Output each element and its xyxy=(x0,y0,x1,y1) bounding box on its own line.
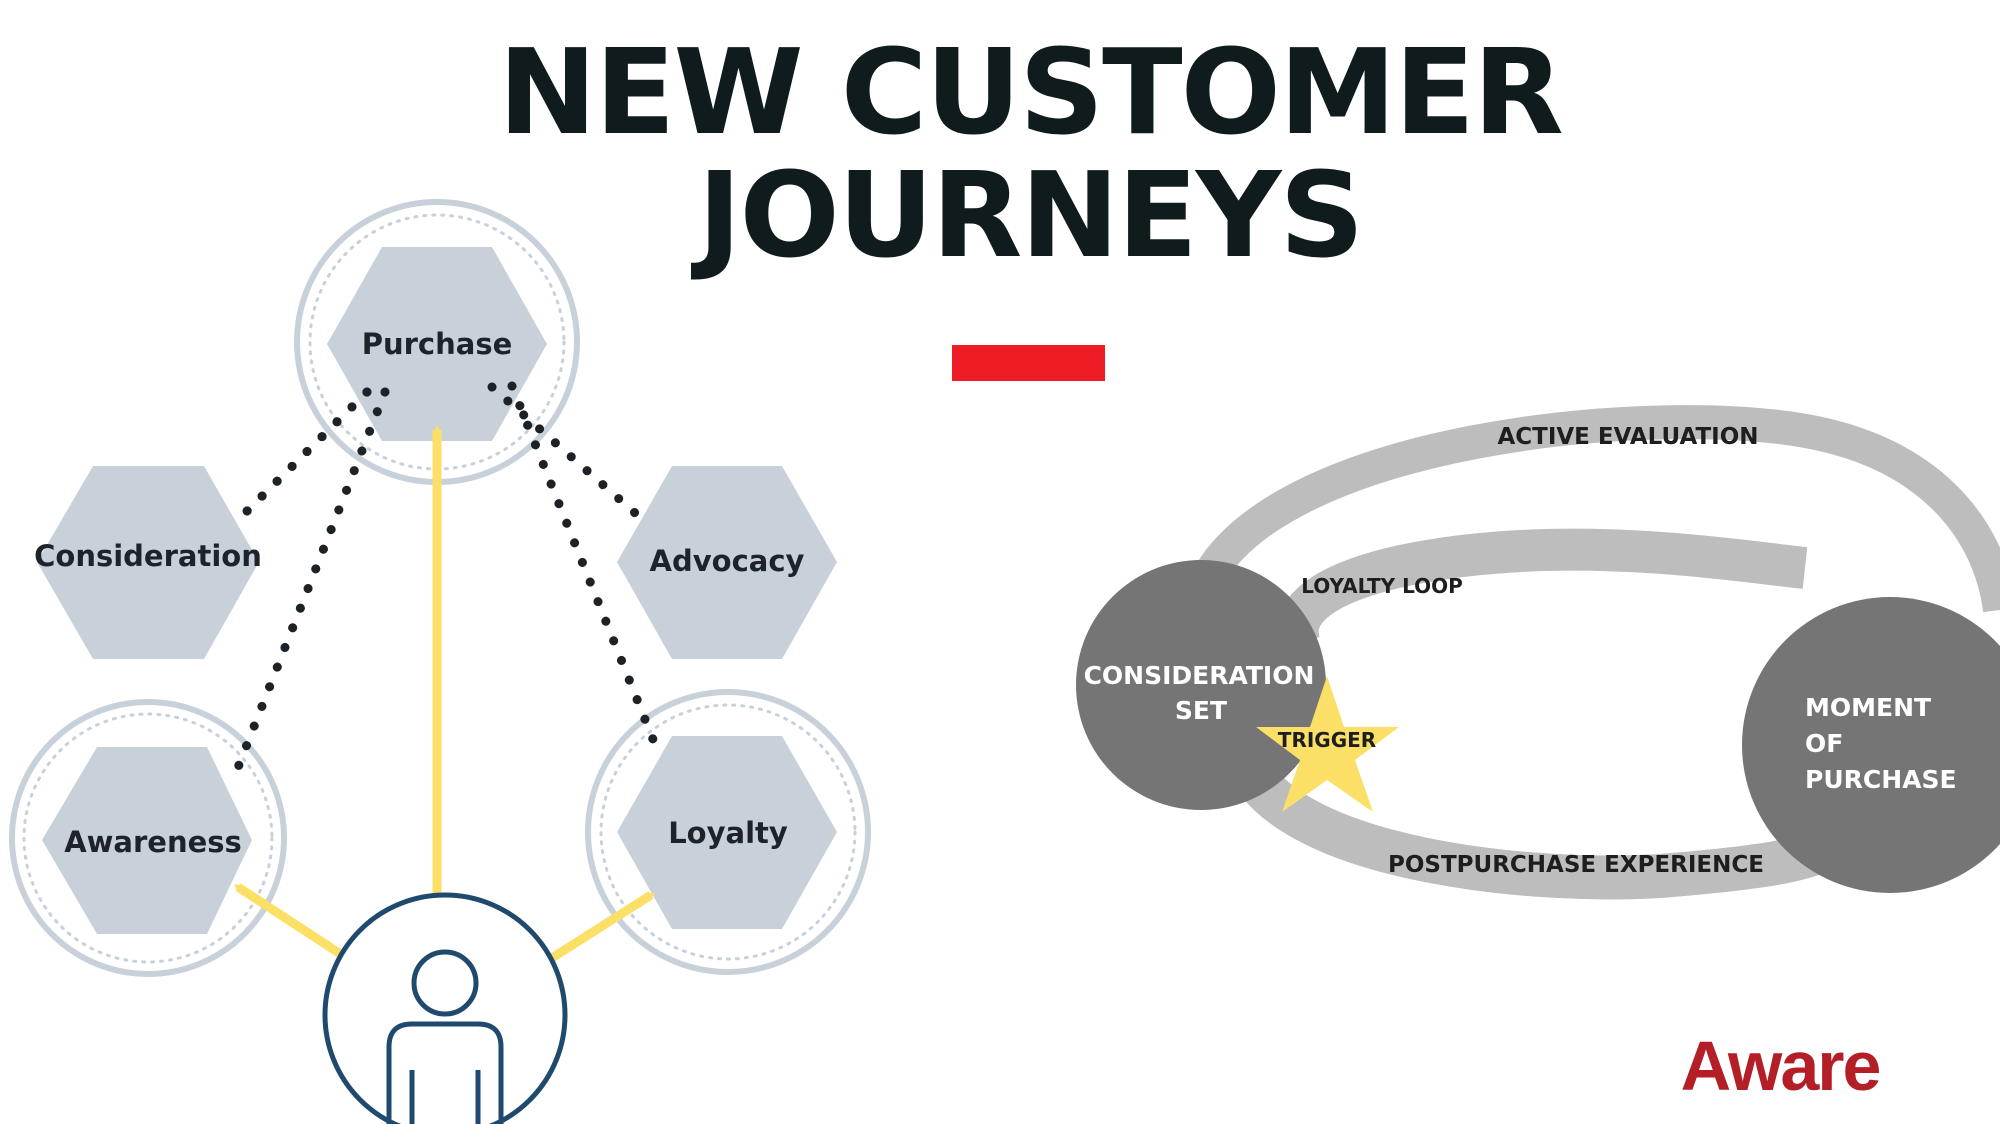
person-icon xyxy=(322,892,568,1124)
stage-loyalty: Loyalty xyxy=(617,736,837,929)
customer-journey-diagram: Purchase Consideration Advocacy Awarenes… xyxy=(9,199,871,1124)
stage-label-loyalty: Loyalty xyxy=(668,816,788,850)
stage-awareness: Awareness xyxy=(42,747,252,934)
label-loyalty-loop: LOYALTY LOOP xyxy=(1301,574,1463,598)
advocacy-hexagon xyxy=(617,466,837,659)
consideration-hexagon xyxy=(37,466,259,659)
node-moment-line-1: MOMENT xyxy=(1805,693,1931,722)
star-icon xyxy=(1256,676,1399,812)
dotted-connector-purchase-advocacy xyxy=(487,382,648,525)
node-consideration-set: CONSIDERATION SET xyxy=(1076,560,1326,810)
stage-advocacy: Advocacy xyxy=(617,466,837,659)
active-evaluation-loop xyxy=(1195,405,2000,613)
brand-logo: Aware xyxy=(1681,1027,1882,1105)
page-title: NEW CUSTOMER JOURNEYS xyxy=(498,23,1564,284)
stage-label-awareness: Awareness xyxy=(64,825,242,859)
loyalty-ring xyxy=(585,689,871,975)
awareness-ring xyxy=(9,699,287,977)
dotted-connector-purchase-consideration xyxy=(231,387,372,527)
trigger-star: TRIGGER xyxy=(1256,676,1399,812)
stage-label-advocacy: Advocacy xyxy=(650,544,805,578)
loyalty-loop xyxy=(1276,528,1808,652)
stage-purchase: Purchase xyxy=(327,247,547,441)
node-consideration-set-line-1: CONSIDERATION xyxy=(1084,661,1315,690)
stage-label-consideration: Consideration xyxy=(34,539,262,573)
node-consideration-set-line-2: SET xyxy=(1175,696,1227,725)
label-postpurchase-experience: POSTPURCHASE EXPERIENCE xyxy=(1388,852,1764,878)
stage-consideration: Consideration xyxy=(34,466,262,659)
awareness-hexagon xyxy=(42,747,252,934)
stage-label-purchase: Purchase xyxy=(362,327,513,361)
node-moment-of-purchase: MOMENT OF PURCHASE xyxy=(1742,597,2000,893)
title-line-1: NEW CUSTOMER xyxy=(498,23,1562,161)
dotted-connector-purchase-awareness xyxy=(232,387,390,775)
title-line-2: JOURNEYS xyxy=(691,146,1363,284)
title-accent-bar xyxy=(952,345,1105,381)
loyalty-loop-diagram: ACTIVE EVALUATION LOYALTY LOOP POSTPURCH… xyxy=(1076,405,2000,900)
label-trigger: TRIGGER xyxy=(1278,728,1376,752)
loyalty-hexagon xyxy=(617,736,837,929)
label-active-evaluation: ACTIVE EVALUATION xyxy=(1497,424,1758,450)
node-moment-line-3: PURCHASE xyxy=(1805,765,1957,794)
logo-wordmark: Aware xyxy=(1681,1027,1880,1105)
dotted-connector-purchase-loyalty xyxy=(507,381,665,762)
node-moment-line-2: OF xyxy=(1805,729,1843,758)
